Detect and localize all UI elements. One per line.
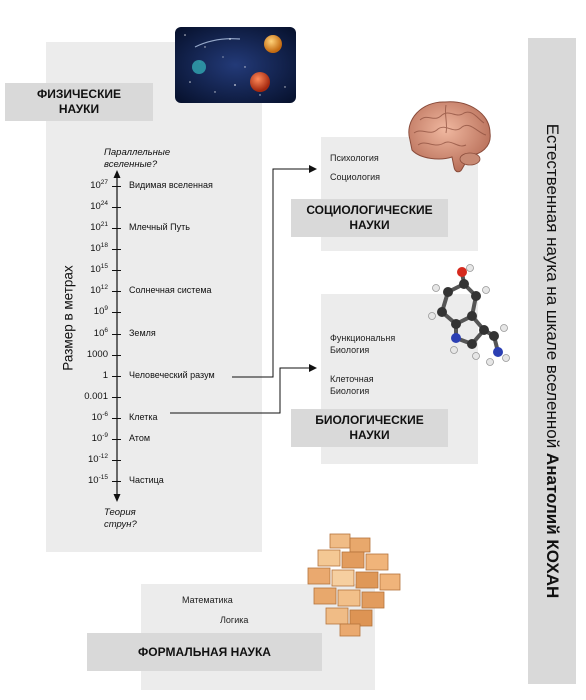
tick-exponent: -9 (102, 431, 108, 439)
tick-label: 1015 (70, 263, 108, 276)
connector-mind-to-sociology (232, 165, 317, 378)
tick-exponent: -15 (98, 474, 108, 481)
tick-base: 10 (93, 327, 105, 339)
title-strip: Естественная наука на шкале вселенной Ан… (528, 38, 576, 684)
tick-base: 1000 (86, 348, 108, 360)
tick-exponent: 18 (100, 242, 108, 250)
tick-label: 1 (70, 370, 108, 381)
tick-base: 10 (90, 285, 101, 297)
tick-mark (112, 459, 121, 461)
size-axis (113, 170, 121, 502)
tick-mark (112, 270, 121, 272)
tick-label: 1027 (70, 179, 108, 191)
sociology-heading: СОЦИОЛОГИЧЕСКИЕ НАУКИ (291, 199, 448, 237)
tick-name: Человеческий разум (129, 369, 215, 380)
tick-label: 10-6 (70, 410, 108, 423)
tick-name: Клетка (129, 411, 158, 422)
tick-label: 1000 (70, 349, 108, 360)
wooden-puzzle-image (300, 530, 406, 640)
tick-base: 1 (102, 369, 108, 381)
tick-exponent: 24 (100, 200, 108, 208)
tick-label: 0.001 (70, 391, 108, 402)
tick-name: Земля (129, 327, 156, 338)
tick-label: 109 (70, 305, 108, 318)
molecule-image (418, 262, 510, 374)
tick-name: Солнечная система (129, 285, 212, 296)
tick-base: 10 (91, 411, 103, 423)
tick-exponent: -12 (98, 452, 108, 460)
tick-mark (112, 186, 121, 187)
tick-base: 0.001 (84, 390, 108, 402)
formal-item-logic: Логика (220, 615, 249, 625)
tick-label: 1018 (70, 242, 108, 255)
tick-base: 10 (90, 201, 101, 213)
tick-mark (112, 207, 121, 209)
tick-exponent: 9 (104, 305, 108, 313)
tick-mark (112, 354, 121, 356)
tick-base: 10 (90, 222, 101, 234)
tick-name: Млечный Путь (129, 222, 190, 233)
tick-mark (112, 291, 121, 293)
tick-mark (112, 417, 121, 419)
tick-label: 1021 (70, 221, 108, 234)
tick-exponent: 6 (104, 326, 108, 334)
biology-item-functional: Функциональня Биология (330, 333, 396, 355)
tick-name: Видимая вселенная (129, 180, 213, 190)
tick-base: 10 (88, 475, 99, 486)
tick-mark (112, 228, 121, 230)
tick-base: 10 (90, 243, 101, 255)
connector-cell-to-biology (170, 364, 317, 414)
tick-base: 10 (93, 306, 105, 318)
tick-label: 106 (70, 326, 108, 339)
tick-exponent: 27 (100, 179, 108, 186)
tick-mark (112, 375, 121, 377)
brain-image (400, 95, 496, 177)
physical-panel (46, 42, 262, 552)
physical-heading: ФИЗИЧЕСКИЕ НАУКИ (5, 83, 153, 121)
formal-heading: ФОРМАЛЬНАЯ НАУКА (87, 633, 322, 671)
tick-mark (112, 481, 121, 482)
tick-label: 1012 (70, 284, 108, 297)
biology-item-cellular: Клеточная Биология (330, 374, 374, 396)
tick-base: 10 (91, 432, 103, 444)
tick-exponent: 15 (100, 263, 108, 271)
tick-mark (112, 396, 121, 398)
tick-label: 10-12 (70, 452, 108, 465)
biology-heading: БИОЛОГИЧЕСКИЕ НАУКИ (291, 409, 448, 447)
top-note: Параллельные вселенные? (104, 147, 171, 170)
tick-mark (112, 312, 121, 314)
space-image (175, 27, 296, 103)
tick-base: 10 (88, 453, 99, 465)
tick-base: 10 (90, 264, 101, 276)
tick-label: 1024 (70, 200, 108, 213)
sociology-item-sociology: Социология (330, 172, 381, 182)
tick-name: Атом (129, 432, 151, 443)
bottom-note: Теория струн? (104, 507, 137, 530)
tick-mark (112, 333, 121, 335)
tick-label: 10-15 (70, 474, 108, 486)
tick-exponent: 12 (100, 284, 108, 292)
tick-mark (112, 249, 121, 251)
formal-item-math: Математика (182, 595, 233, 605)
tick-mark (112, 438, 121, 440)
tick-name: Частица (129, 475, 164, 485)
sociology-item-psychology: Психология (330, 153, 379, 163)
tick-exponent: -6 (102, 410, 108, 418)
tick-label: 10-9 (70, 431, 108, 444)
tick-base: 10 (90, 180, 101, 191)
tick-exponent: 21 (100, 221, 108, 229)
